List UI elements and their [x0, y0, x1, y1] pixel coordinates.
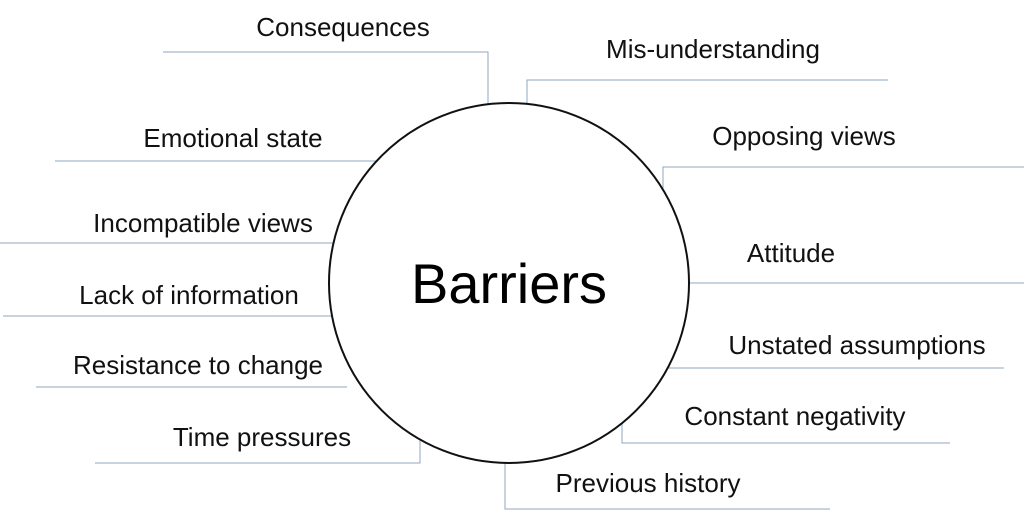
- label-consequences: Consequences: [256, 12, 429, 42]
- connector-mis-understanding: [526, 79, 888, 110]
- center-label: Barriers: [411, 252, 607, 315]
- label-lack-of-information: Lack of information: [79, 280, 299, 310]
- label-attitude: Attitude: [747, 238, 835, 268]
- label-resistance-to-change: Resistance to change: [73, 350, 323, 380]
- connector-opposing-views: [662, 166, 1024, 190]
- center-circle: [328, 102, 690, 464]
- label-unstated-assumptions: Unstated assumptions: [728, 330, 985, 360]
- label-time-pressures: Time pressures: [173, 422, 351, 452]
- label-opposing-views: Opposing views: [712, 121, 896, 151]
- connector-consequences: [163, 51, 489, 108]
- label-incompatible-views: Incompatible views: [93, 208, 313, 238]
- label-mis-understanding: Mis-understanding: [606, 34, 820, 64]
- label-previous-history: Previous history: [556, 468, 741, 498]
- connector-time-pressures: [95, 434, 421, 464]
- barrier-labels: Consequences Mis-understanding Emotional…: [73, 12, 986, 498]
- label-emotional-state: Emotional state: [143, 123, 322, 153]
- connector-previous-history: [504, 456, 830, 510]
- connector-lines: [0, 51, 1024, 510]
- label-constant-negativity: Constant negativity: [684, 401, 905, 431]
